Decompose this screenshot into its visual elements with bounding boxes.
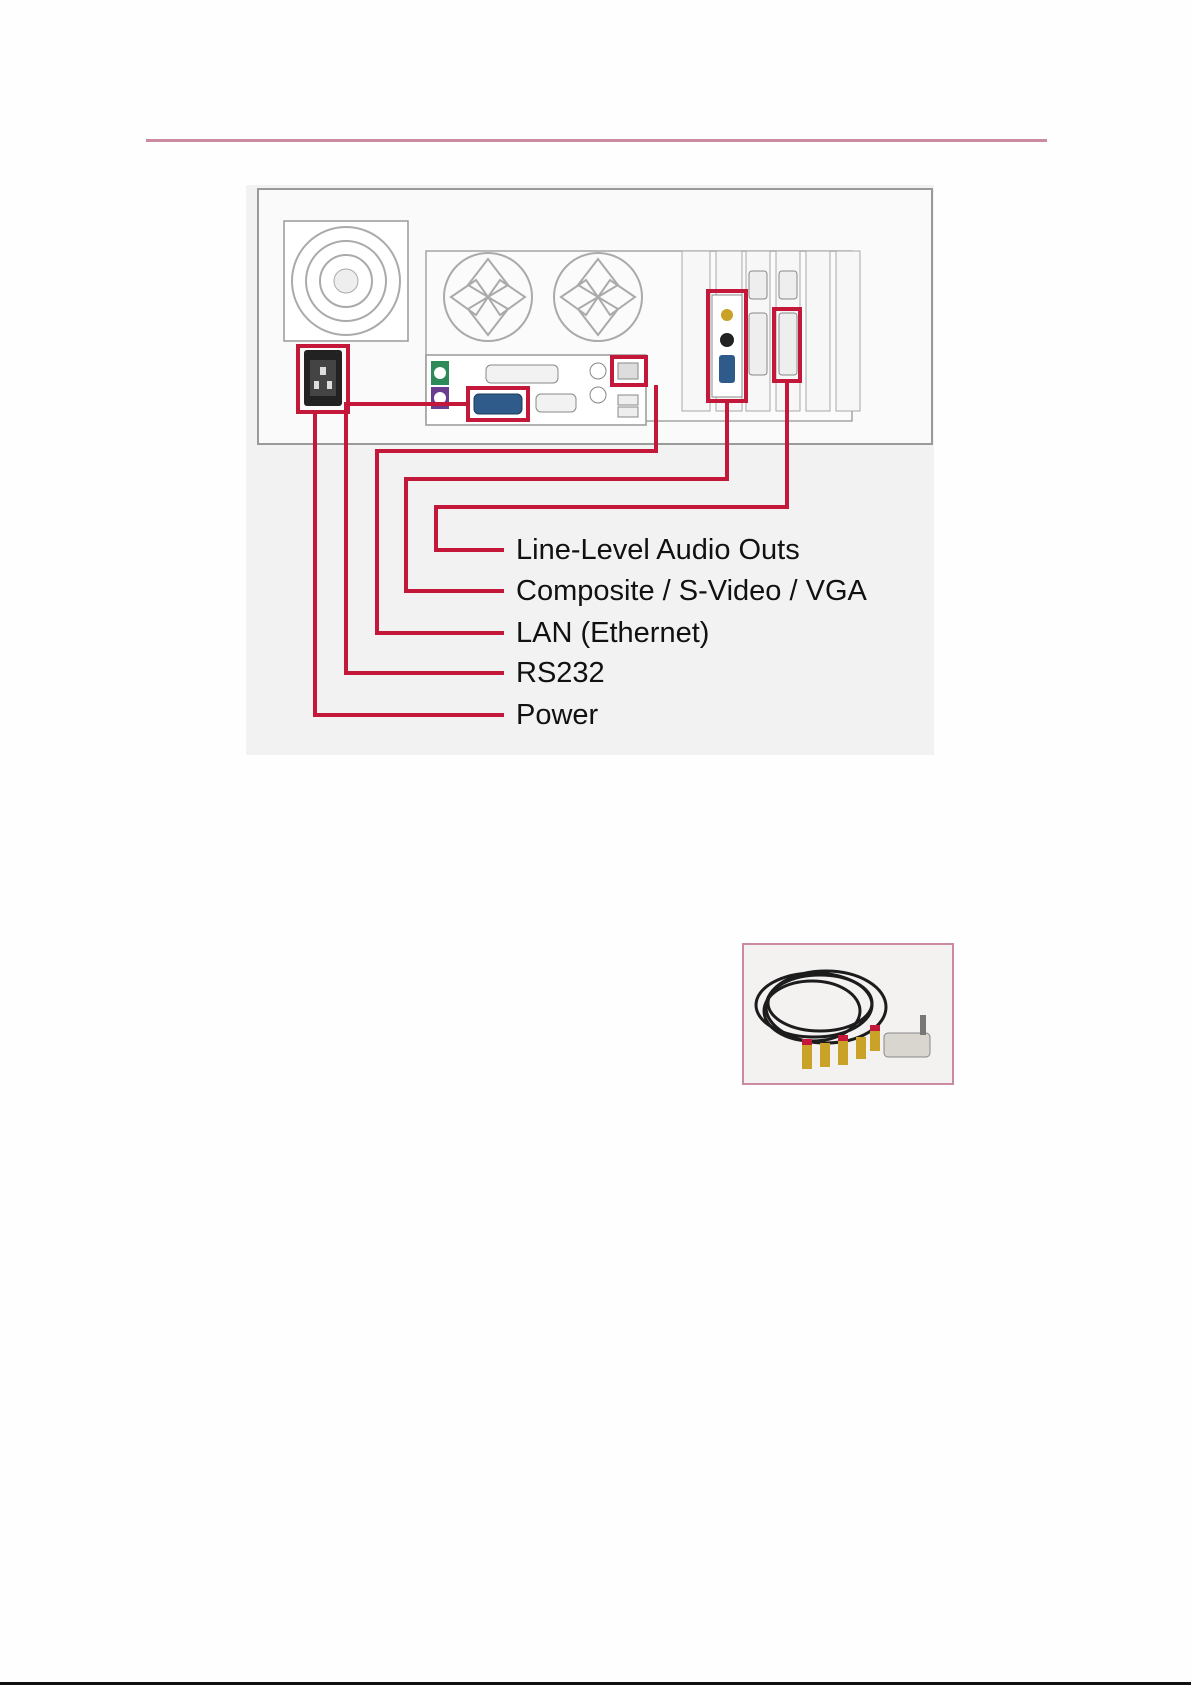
rear-panel-diagram: Line-Level Audio Outs Composite / S-Vide… [246,185,934,755]
composite-port-icon [721,309,733,321]
breakout-cable-icon [744,945,952,1083]
callout-lan: LAN (Ethernet) [516,617,709,649]
power-socket-icon [304,350,342,406]
rs232-port-icon [474,394,522,414]
callout-video-outs: Composite / S-Video / VGA [516,575,867,607]
callout-audio-outs: Line-Level Audio Outs [516,534,800,566]
vga-port-icon [719,355,735,383]
header-rule [146,139,1047,142]
audio-out-port-icon [779,313,797,375]
callout-power: Power [516,699,598,731]
audio-out-port-icon [749,313,767,375]
callout-rs232: RS232 [516,657,605,689]
lan-port-icon [618,363,638,379]
audio-breakout-cable-photo [742,943,954,1085]
s-video-port-icon [720,333,734,347]
psu-fan-icon [284,221,408,341]
